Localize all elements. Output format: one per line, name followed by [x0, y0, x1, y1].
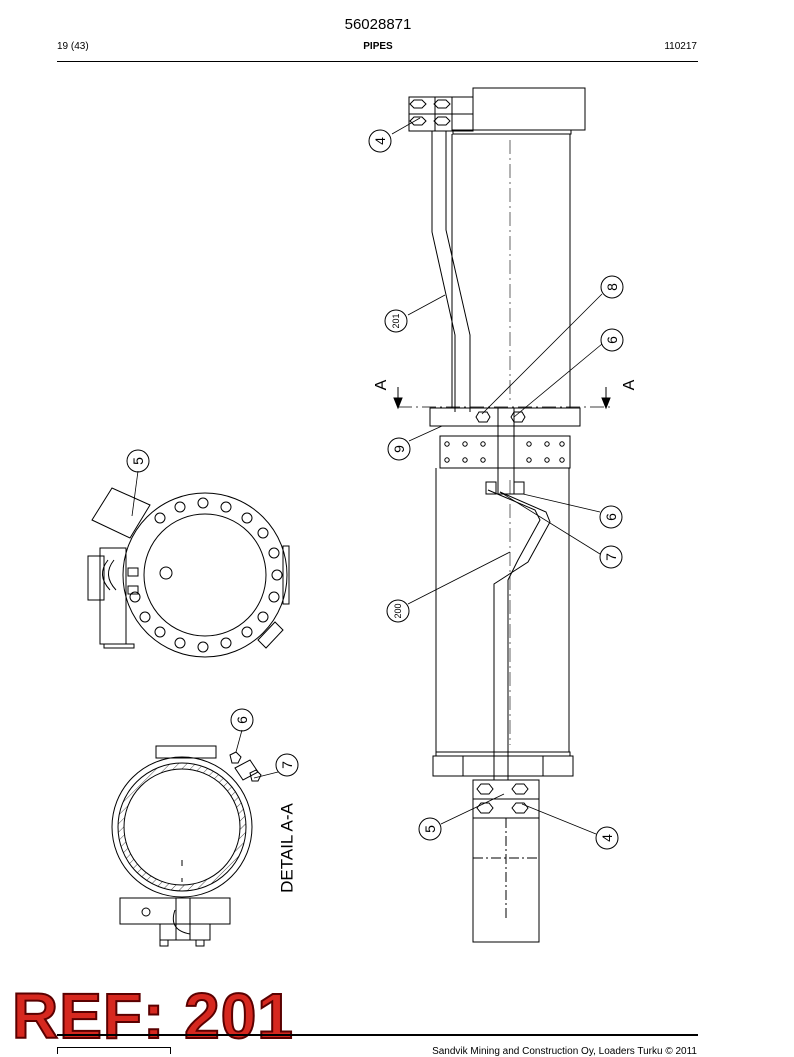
svg-text:4: 4 — [372, 137, 388, 145]
svg-text:9: 9 — [391, 445, 407, 453]
callout-9: 9 — [387, 437, 411, 461]
section-mark-left: A — [373, 379, 390, 390]
cylinder-side-view — [408, 87, 586, 943]
callout-7-detail: 7 — [275, 753, 299, 777]
end-view — [87, 487, 290, 658]
svg-text:6: 6 — [234, 716, 250, 724]
svg-text:7: 7 — [279, 761, 295, 769]
pipe-200 — [487, 489, 551, 780]
callout-5-bottom: 5 — [418, 817, 442, 841]
header-rule — [57, 61, 698, 62]
callout-201: 201 — [384, 309, 408, 333]
section-title: PIPES — [363, 41, 393, 52]
callout-200: 200 — [386, 599, 410, 623]
footer-logo — [57, 1047, 171, 1054]
document-number: 56028871 — [344, 16, 412, 33]
pipe-201 — [431, 131, 471, 412]
footer-rule — [57, 1034, 698, 1036]
leader-lines — [131, 117, 603, 835]
mid-clamp — [429, 407, 581, 495]
callout-4-bottom: 4 — [595, 826, 619, 850]
callouts: 4 201 8 6 9 6 7 200 5 4 5 6 7 — [126, 129, 624, 850]
callout-8: 8 — [600, 275, 624, 299]
footer-copyright: Sandvik Mining and Construction Oy, Load… — [432, 1046, 697, 1057]
svg-text:7: 7 — [603, 553, 619, 561]
section-line-a-a: A A — [373, 379, 638, 410]
callout-4-top: 4 — [368, 129, 392, 153]
page-count: 19 (43) — [57, 41, 89, 52]
svg-text:6: 6 — [604, 336, 620, 344]
detail-label: DETAIL A-A — [277, 802, 296, 892]
callout-6-lower: 6 — [599, 505, 623, 529]
svg-text:6: 6 — [603, 513, 619, 521]
svg-text:8: 8 — [604, 283, 620, 291]
detail-a-a-view: DETAIL A-A — [111, 745, 296, 947]
document-date: 110217 — [664, 41, 697, 52]
svg-text:200: 200 — [393, 603, 403, 618]
svg-text:201: 201 — [391, 313, 401, 328]
svg-text:4: 4 — [599, 834, 615, 842]
callout-6-detail: 6 — [230, 708, 254, 732]
svg-text:5: 5 — [422, 825, 438, 833]
callout-6-upper: 6 — [600, 328, 624, 352]
section-mark-right: A — [621, 379, 638, 390]
svg-text:5: 5 — [130, 457, 146, 465]
callout-5-end-view: 5 — [126, 449, 150, 473]
ref-banner: REF: 201 — [11, 980, 294, 1052]
callout-7: 7 — [599, 545, 623, 569]
